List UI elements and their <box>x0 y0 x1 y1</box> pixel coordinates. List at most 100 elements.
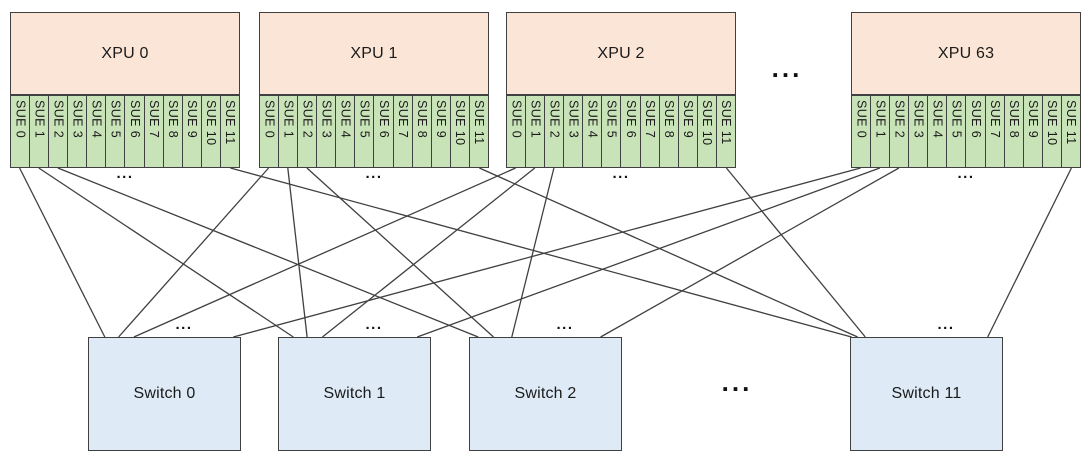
sue-label: SUE 2 <box>892 100 907 139</box>
sue-label: SUE 5 <box>949 100 964 139</box>
sue-label: SUE 2 <box>300 100 315 139</box>
connection-line <box>57 167 479 338</box>
sue-cell: SUE 7 <box>144 95 164 168</box>
switch-box: Switch 1 <box>278 337 431 451</box>
sue-cell: SUE 7 <box>640 95 660 168</box>
sue-label: SUE 7 <box>987 100 1002 139</box>
sue-cell: SUE 2 <box>890 95 910 168</box>
connection-line <box>38 167 294 338</box>
sue-cell: SUE 11 <box>469 95 489 168</box>
sue-label: SUE 5 <box>604 100 619 139</box>
sue-cell: SUE 0 <box>506 95 527 168</box>
sue-ellipsis: ... <box>365 165 383 182</box>
sue-label: SUE 6 <box>968 100 983 139</box>
sue-cell: SUE 1 <box>30 95 50 168</box>
sue-cell: SUE 2 <box>49 95 69 168</box>
sue-label: SUE 0 <box>854 100 869 139</box>
xpu-label: XPU 63 <box>937 44 995 62</box>
sue-ellipsis: ... <box>612 165 630 182</box>
sue-label: SUE 6 <box>376 100 391 139</box>
sue-label: SUE 3 <box>319 100 334 139</box>
sue-cell: SUE 9 <box>182 95 202 168</box>
sue-cell: SUE 9 <box>678 95 698 168</box>
sue-label: SUE 7 <box>146 100 161 139</box>
connection-line <box>287 167 308 338</box>
sue-ellipsis: ... <box>116 165 134 182</box>
xpu-box: XPU 1 <box>259 12 489 95</box>
sue-cell: SUE 9 <box>431 95 451 168</box>
sue-cell: SUE 5 <box>947 95 967 168</box>
sue-label: SUE 11 <box>223 100 238 145</box>
sue-label: SUE 9 <box>184 100 199 139</box>
sue-cell: SUE 6 <box>966 95 986 168</box>
sue-label: SUE 0 <box>13 100 28 139</box>
sue-cell: SUE 3 <box>317 95 337 168</box>
sue-label: SUE 4 <box>89 100 104 139</box>
sue-label: SUE 10 <box>700 100 715 146</box>
switch-ellipsis: ... <box>937 316 955 333</box>
sue-cell: SUE 7 <box>393 95 413 168</box>
switch-label: Switch 2 <box>514 385 577 402</box>
xpu-box: XPU 63 <box>851 12 1081 95</box>
sue-label: SUE 0 <box>509 100 524 139</box>
sue-cell: SUE 3 <box>564 95 584 168</box>
switch-label: Switch 1 <box>323 385 386 402</box>
xpu-group: XPU 63 SUE 0 SUE 1 SUE 2 SUE 3 SUE 4 SUE 5 SUE … <box>851 12 1081 168</box>
xpu-label: XPU 2 <box>597 44 645 62</box>
connection-line <box>230 167 852 338</box>
sue-label: SUE 10 <box>453 100 468 146</box>
sue-cell: SUE 8 <box>412 95 432 168</box>
switch-label: Switch 0 <box>133 385 196 402</box>
switch-box: Switch 0 <box>88 337 241 451</box>
sue-label: SUE 8 <box>1006 100 1021 139</box>
connection-line <box>133 167 516 338</box>
connection-line <box>511 167 555 338</box>
sue-cell: SUE 4 <box>583 95 603 168</box>
sue-cell: SUE 6 <box>125 95 145 168</box>
sue-cell: SUE 7 <box>985 95 1005 168</box>
sue-label: SUE 4 <box>930 100 945 139</box>
switch-row-ellipsis: ... <box>721 367 753 397</box>
sue-cell: SUE 11 <box>716 95 736 168</box>
connection-line <box>233 167 861 338</box>
sue-cell: SUE 3 <box>68 95 88 168</box>
sue-cell: SUE 0 <box>10 95 31 168</box>
sue-cell: SUE 8 <box>659 95 679 168</box>
sue-label: SUE 9 <box>433 100 448 139</box>
sue-cell: SUE 2 <box>298 95 318 168</box>
switch-box: Switch 11 <box>850 337 1003 451</box>
connection-line <box>19 167 106 338</box>
sue-label: SUE 11 <box>719 100 734 145</box>
sue-label: SUE 5 <box>108 100 123 139</box>
connection-line <box>416 167 881 338</box>
sue-ellipsis: ... <box>957 165 975 182</box>
sue-label: SUE 8 <box>165 100 180 139</box>
sue-cell: SUE 5 <box>106 95 126 168</box>
sue-label: SUE 8 <box>414 100 429 139</box>
sue-cell: SUE 5 <box>602 95 622 168</box>
sue-label: SUE 0 <box>262 100 277 139</box>
connection-line <box>118 167 270 338</box>
sue-label: SUE 7 <box>642 100 657 139</box>
xpu-label: XPU 1 <box>350 44 398 62</box>
sue-label: SUE 3 <box>70 100 85 139</box>
xpu-box: XPU 0 <box>10 12 240 95</box>
sue-cell: SUE 10 <box>1042 95 1062 168</box>
sue-label: SUE 1 <box>873 100 888 139</box>
sue-label: SUE 2 <box>51 100 66 139</box>
switch-ellipsis: ... <box>175 316 193 333</box>
sue-cell: SUE 6 <box>374 95 394 168</box>
sue-cell: SUE 4 <box>336 95 356 168</box>
xpu-label: XPU 0 <box>101 44 149 62</box>
switch-ellipsis: ... <box>365 316 383 333</box>
switch-box: Switch 2 <box>469 337 622 451</box>
xpu-box: XPU 2 <box>506 12 736 95</box>
sue-label: SUE 4 <box>338 100 353 139</box>
sue-label: SUE 3 <box>911 100 926 139</box>
sue-label: SUE 9 <box>1025 100 1040 139</box>
sue-cell: SUE 10 <box>450 95 470 168</box>
sue-label: SUE 2 <box>547 100 562 139</box>
